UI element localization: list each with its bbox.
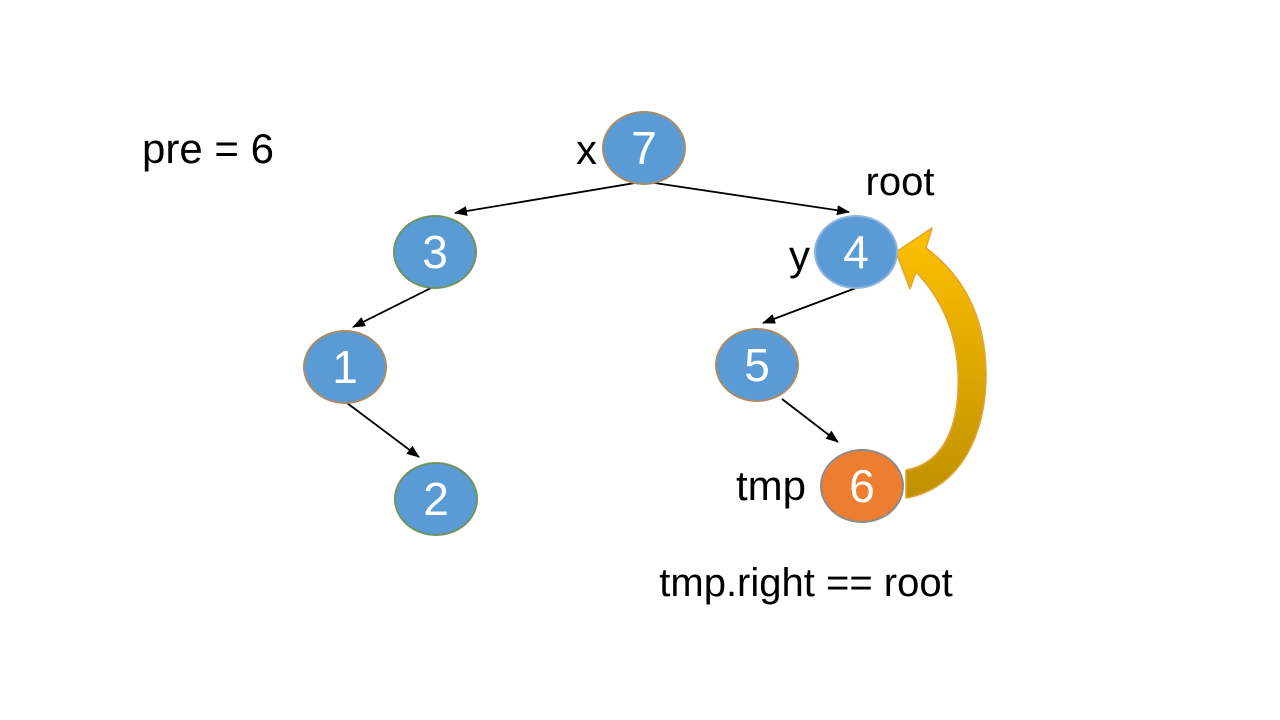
tmp-right-to-root-curved-arrow — [895, 227, 987, 499]
tree-node-6: 6 — [820, 449, 904, 523]
condition-label: tmp.right == root — [659, 561, 953, 606]
edge-7-to-3 — [454, 181, 642, 216]
edge-1-to-2 — [346, 402, 420, 458]
root-pointer-label: root — [865, 160, 935, 205]
tree-node-2: 2 — [394, 462, 478, 536]
node-value: 3 — [422, 226, 448, 278]
tree-node-7: 7 — [602, 111, 686, 185]
x-pointer-label: x — [576, 125, 597, 173]
node-value: 2 — [423, 473, 449, 525]
edge-4-to-5 — [762, 287, 857, 324]
edge-5-to-6 — [781, 398, 839, 443]
node-value: 4 — [843, 226, 869, 278]
node-value: 7 — [631, 122, 657, 174]
tree-node-5: 5 — [715, 328, 799, 402]
node-value: 5 — [744, 339, 770, 391]
edge-7-to-4 — [647, 181, 850, 216]
tmp-pointer-label: tmp — [735, 461, 806, 509]
tree-node-4: 4 — [814, 215, 898, 289]
edge-3-to-1 — [352, 287, 432, 328]
tree-node-3: 3 — [393, 215, 477, 289]
node-value: 6 — [849, 460, 875, 512]
node-value: 1 — [332, 341, 358, 393]
tree-node-1: 1 — [303, 330, 387, 404]
pre-value-label: pre = 6 — [142, 124, 274, 172]
y-pointer-label: y — [789, 231, 810, 279]
